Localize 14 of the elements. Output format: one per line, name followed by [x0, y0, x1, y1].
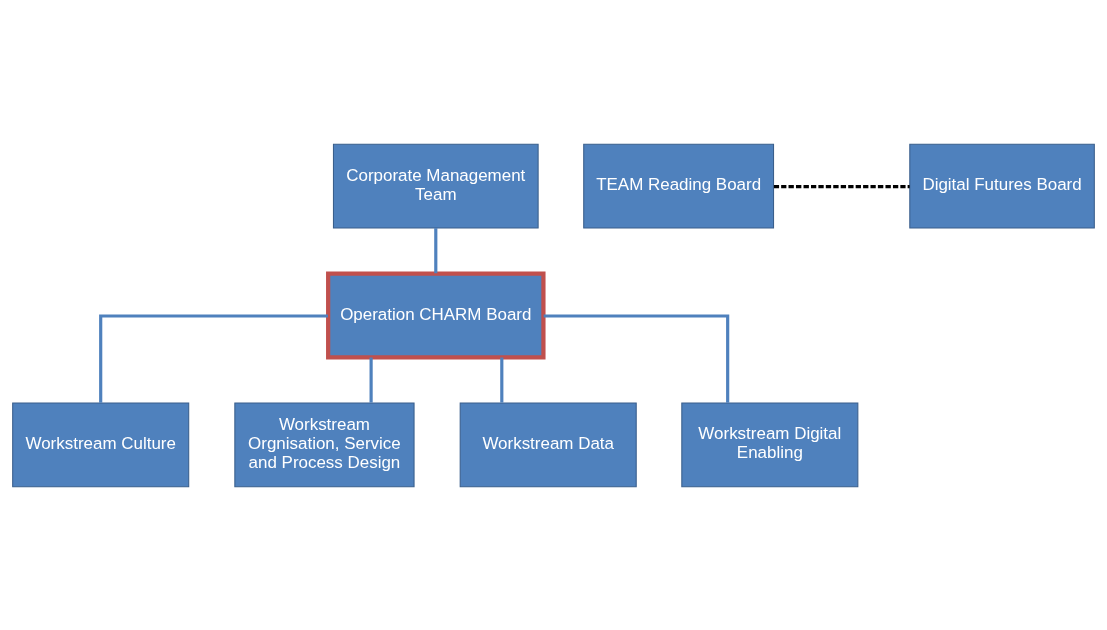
node-box: Operation CHARM Board	[326, 271, 546, 359]
connector	[500, 357, 504, 403]
connector	[99, 313, 328, 403]
connector	[369, 357, 373, 403]
node-box: Workstream Digital Enabling	[681, 401, 859, 487]
node-box: Workstream Data	[459, 401, 637, 487]
connector	[434, 227, 438, 273]
node-box: Workstream Culture	[12, 401, 190, 487]
node-box: Digital Futures Board	[909, 143, 1095, 229]
connector	[773, 184, 910, 188]
node-box: Corporate Management Team	[332, 143, 539, 229]
connector	[543, 313, 730, 403]
node-box: TEAM Reading Board	[583, 143, 775, 229]
node-box: Workstream Orgnisation, Service and Process Design	[234, 401, 415, 487]
